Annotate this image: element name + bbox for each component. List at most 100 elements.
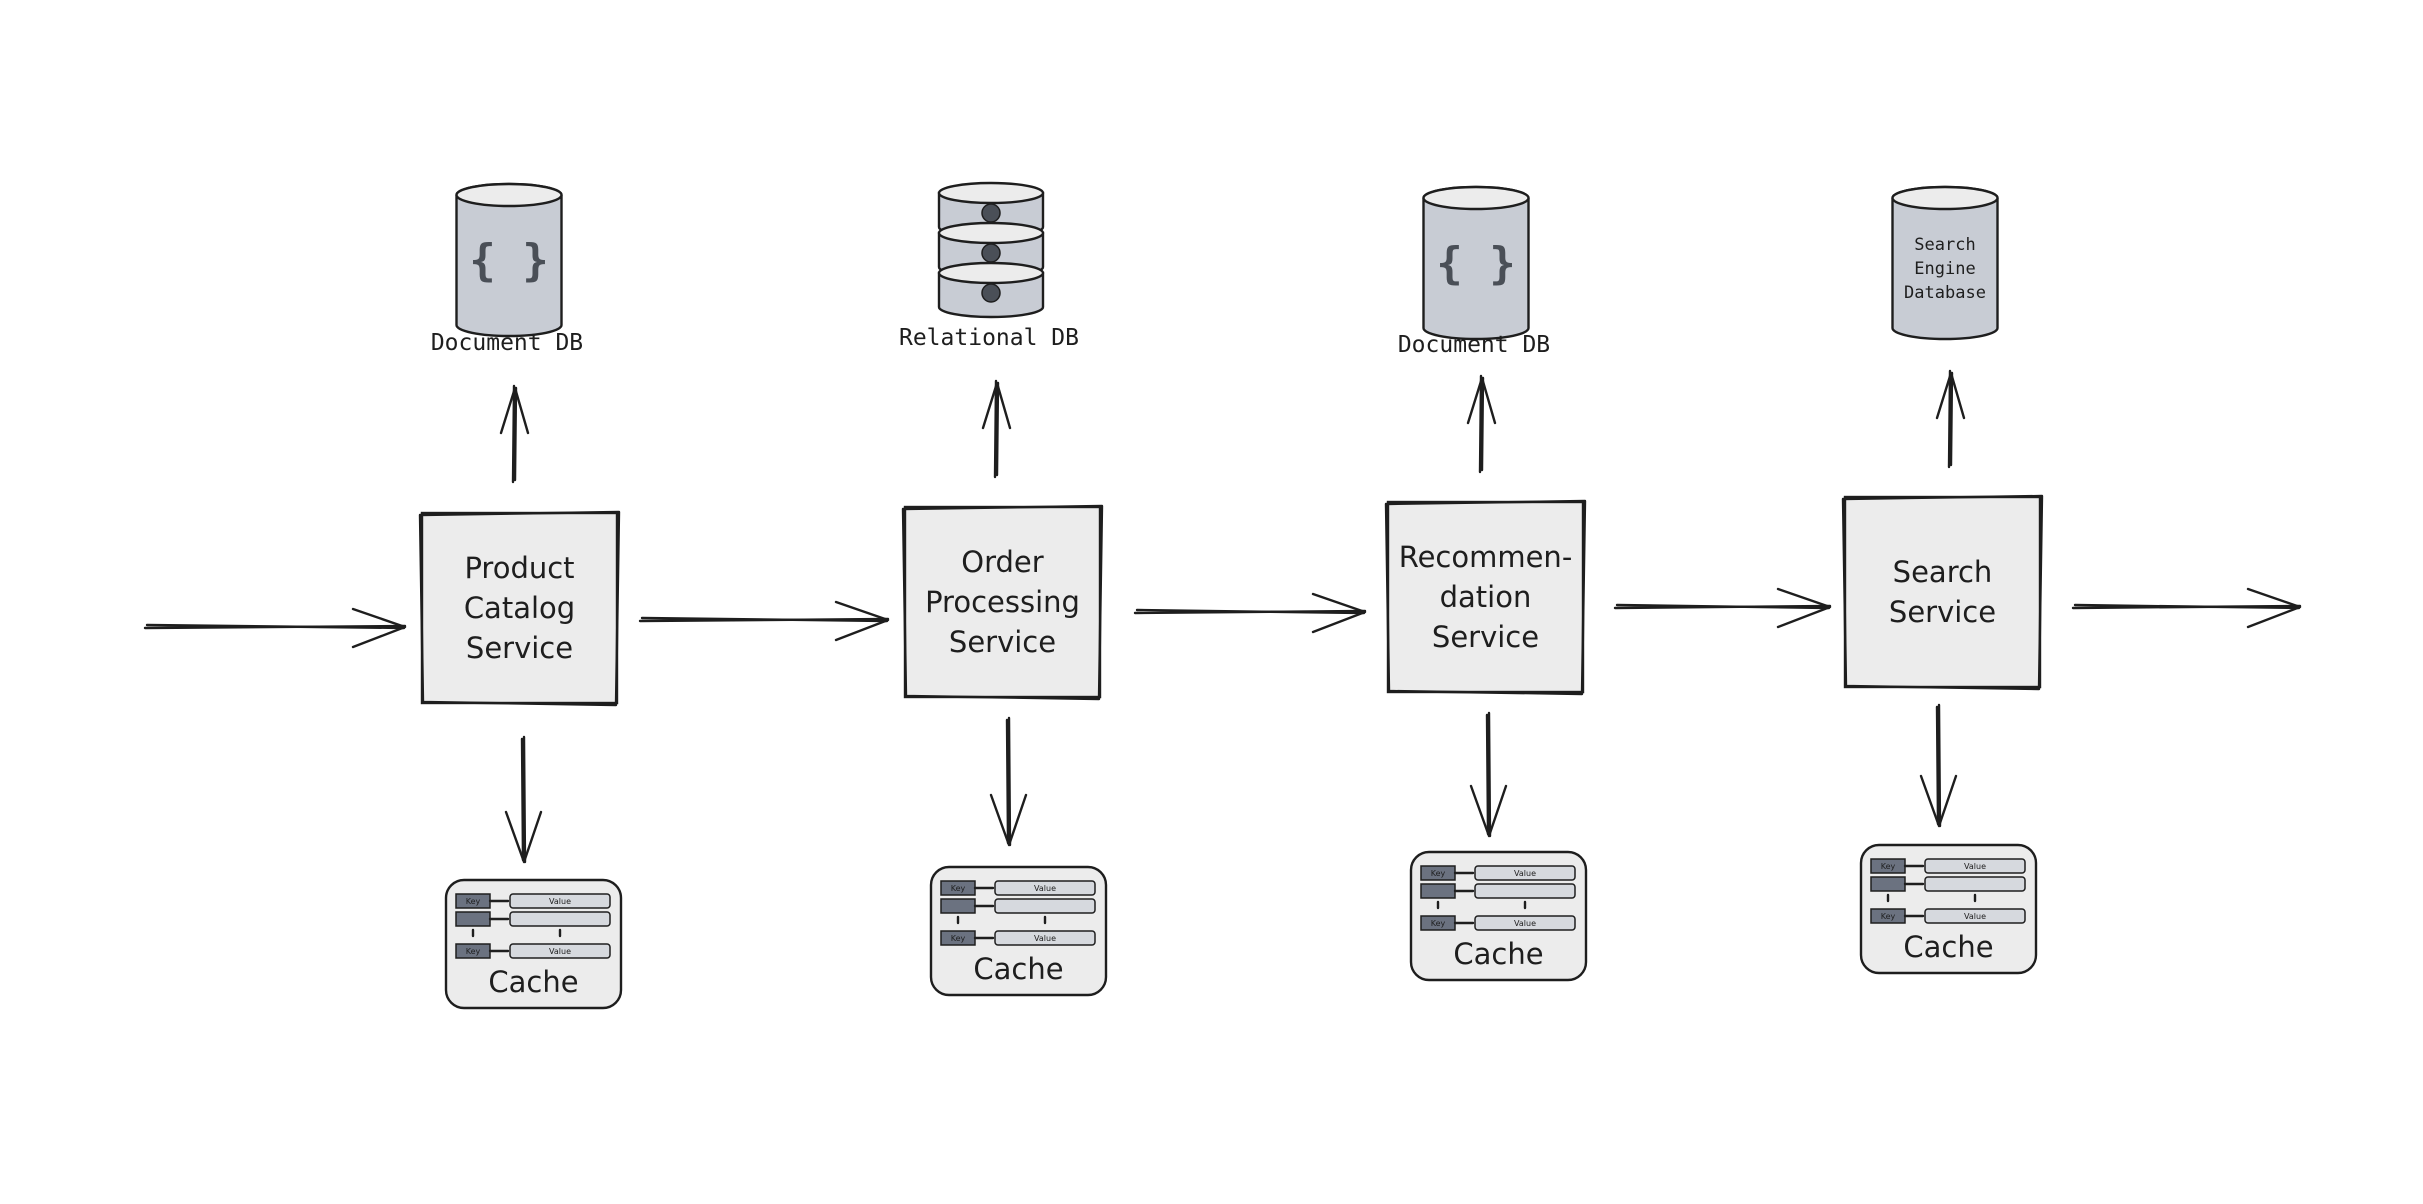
value-cell <box>1924 908 2026 924</box>
arrow-head <box>1776 587 1832 629</box>
arrow-head <box>1469 784 1508 838</box>
value-text: Value <box>1964 862 1986 871</box>
service-box-sketch <box>901 504 1104 701</box>
arrow-shaft <box>513 386 518 482</box>
value-cell <box>1474 865 1576 881</box>
arrow-shaft-sketch <box>511 384 516 484</box>
service-box-sketch <box>418 510 621 707</box>
arrow-shaft-sketch <box>1005 718 1010 845</box>
db-inner-text: Database <box>1904 283 1986 303</box>
value-text: Value <box>1514 869 1536 878</box>
cache-label: Cache <box>488 965 578 999</box>
braces-icon <box>1422 185 1530 341</box>
key-text: Key <box>1881 912 1896 921</box>
flow-arrow <box>638 600 890 642</box>
flow-arrow <box>143 607 407 649</box>
arrow-shaft <box>1480 376 1485 472</box>
gear-icon <box>981 203 1001 223</box>
key-cell <box>1420 883 1456 899</box>
cache-row <box>940 898 1096 914</box>
service-box <box>903 505 1102 699</box>
value-cell <box>509 911 611 927</box>
arrow-down <box>504 735 543 864</box>
key-text: Key <box>1431 869 1446 878</box>
service-label: Search <box>1893 555 1993 589</box>
value-cell <box>994 880 1096 896</box>
database-label: Document DB <box>431 330 583 356</box>
arrow-shaft <box>995 381 1000 477</box>
arrow-head <box>1311 592 1367 634</box>
value-text: Value <box>1964 912 1986 921</box>
braces-glyph: { } <box>1436 238 1515 289</box>
service-label: Catalog <box>464 591 575 625</box>
disk-top <box>937 221 1045 245</box>
arrow-shaft <box>1487 711 1492 838</box>
flow-arrow <box>1133 592 1367 634</box>
arrow-down <box>989 716 1028 847</box>
value-text: Value <box>1514 919 1536 928</box>
key-text: Key <box>1431 919 1446 928</box>
database-2: { } Document DB <box>1398 185 1550 358</box>
flow-arrow <box>2071 587 2302 629</box>
cache-row: Key Value <box>1870 908 2026 924</box>
database-label: Document DB <box>1398 332 1550 358</box>
arrow-down <box>1919 703 1958 828</box>
arrow-shaft <box>522 735 527 864</box>
value-text: Value <box>549 947 571 956</box>
value-text: Value <box>1034 934 1056 943</box>
arrow-up <box>1935 369 1966 469</box>
arrow-head <box>499 386 530 435</box>
arrow-up <box>1466 374 1497 474</box>
arrow-head <box>834 600 890 642</box>
cache-label: Cache <box>1903 930 1993 964</box>
value-cell <box>1474 915 1576 931</box>
service-label: Recommen- <box>1399 540 1573 574</box>
service-label: Processing <box>925 585 1080 619</box>
service-label: Service <box>1889 595 1996 629</box>
service-label: Service <box>949 625 1056 659</box>
arrow-head <box>981 381 1012 430</box>
service-label: Product <box>464 551 574 585</box>
key-text: Key <box>466 947 481 956</box>
db-inner-text: Search <box>1914 235 1975 255</box>
value-cell <box>994 930 1096 946</box>
service-box-sketch <box>1384 499 1587 696</box>
arrow-head <box>1935 371 1966 420</box>
stacked-disks-icon <box>937 181 1045 319</box>
braces-icon <box>455 182 563 338</box>
value-cell <box>1924 876 2026 892</box>
gear-icon <box>981 243 1001 263</box>
gear-icon <box>981 283 1001 303</box>
arrow-shaft <box>1007 716 1012 847</box>
value-text: Value <box>1034 884 1056 893</box>
service-box <box>1843 495 2042 689</box>
arrow-head <box>351 607 407 649</box>
disk-top <box>937 181 1045 205</box>
arrow-shaft <box>1949 371 1954 467</box>
arrow-shaft-sketch <box>1135 608 1366 615</box>
disk-top <box>937 261 1045 285</box>
arrow-shaft-sketch <box>993 379 998 479</box>
value-cell <box>1474 883 1576 899</box>
arrow-shaft-sketch <box>1615 603 1831 610</box>
value-text: Value <box>549 897 571 906</box>
cache-label: Cache <box>973 952 1063 986</box>
arrow-shaft-sketch <box>640 616 889 623</box>
cache-row: Key Value <box>455 943 611 959</box>
arrow-down <box>1469 711 1508 838</box>
braces-glyph: { } <box>469 235 548 286</box>
